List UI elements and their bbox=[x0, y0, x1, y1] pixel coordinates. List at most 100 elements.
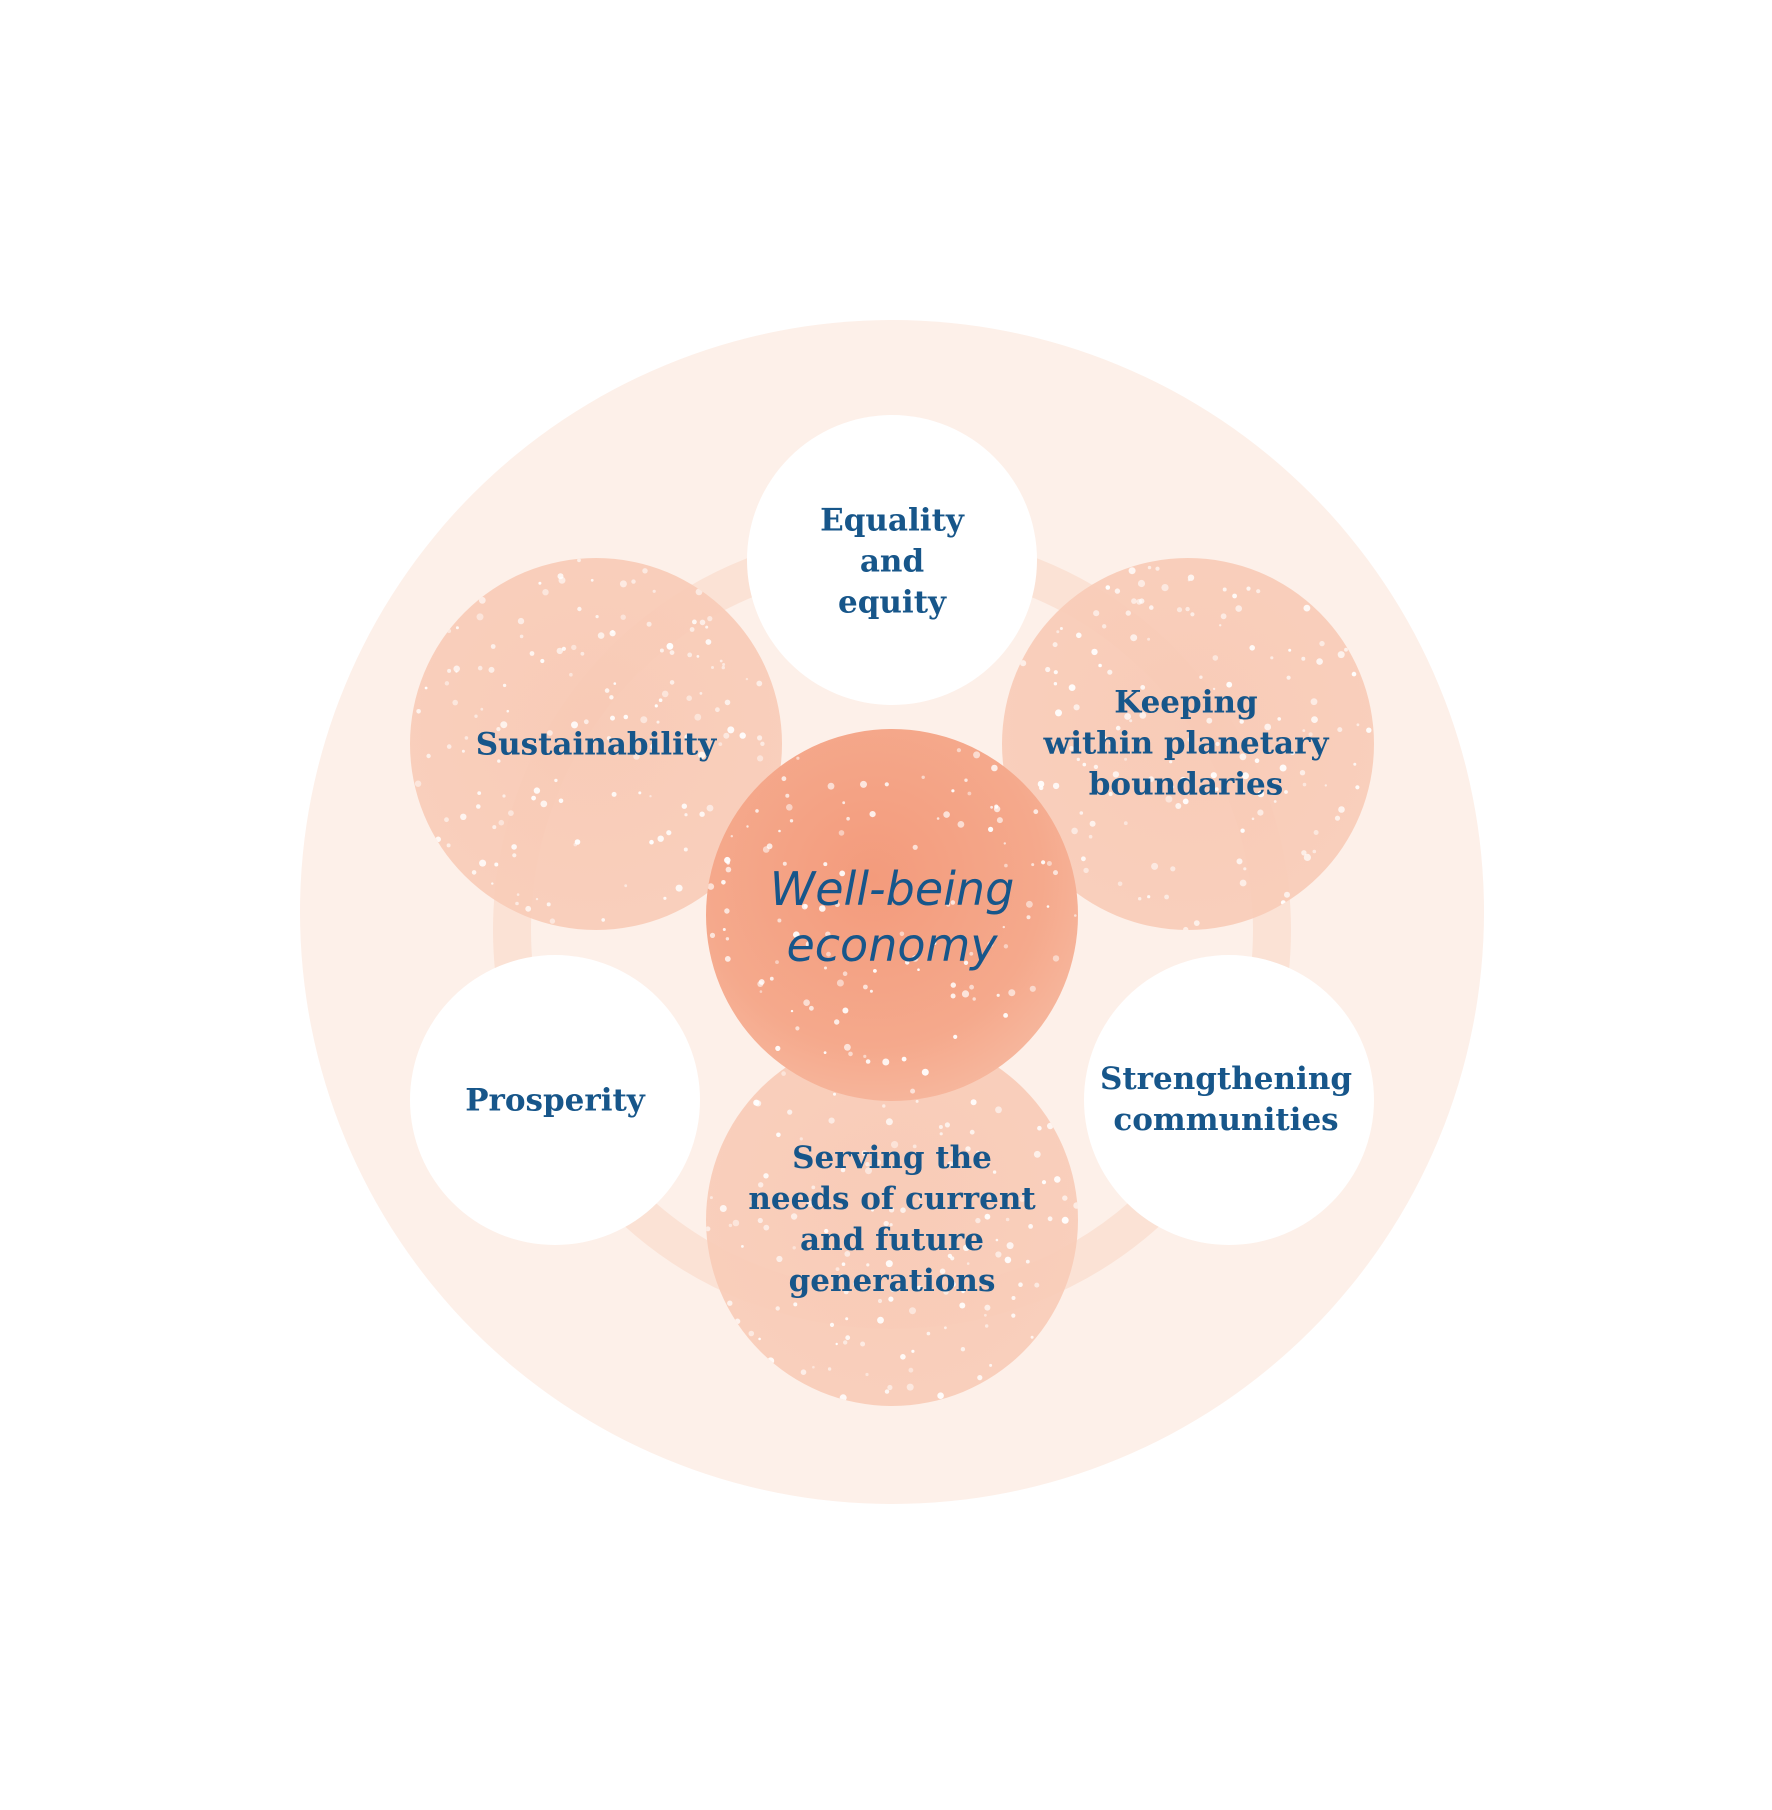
speckle-dot bbox=[916, 1285, 922, 1291]
speckle-dot bbox=[860, 1341, 866, 1347]
speckle-dot bbox=[444, 681, 450, 686]
speckle-dot bbox=[416, 709, 421, 714]
speckle-dot bbox=[860, 780, 867, 788]
speckle-dot bbox=[866, 1263, 870, 1267]
speckle-dot bbox=[669, 680, 675, 685]
speckle-dot bbox=[775, 1306, 780, 1311]
circle-communities bbox=[1084, 955, 1374, 1245]
speckle-dot bbox=[492, 825, 497, 830]
speckle-dot bbox=[1286, 675, 1291, 680]
speckle-dot bbox=[842, 801, 846, 805]
speckle-dot bbox=[725, 937, 730, 941]
speckle-dot bbox=[1098, 663, 1102, 668]
speckle-dot bbox=[1037, 1125, 1042, 1131]
speckle-dot bbox=[1239, 719, 1244, 724]
speckle-dot bbox=[490, 644, 496, 649]
speckle-dot bbox=[531, 795, 536, 801]
speckle-dot bbox=[901, 1056, 907, 1062]
speckle-dot bbox=[885, 1260, 893, 1268]
speckle-dot bbox=[781, 776, 787, 782]
speckle-dot bbox=[699, 811, 705, 817]
speckle-dot bbox=[727, 1300, 733, 1306]
speckle-dot bbox=[511, 844, 517, 850]
speckle-dot bbox=[766, 843, 773, 850]
speckle-dot bbox=[1337, 727, 1343, 733]
speckle-dot bbox=[939, 1132, 943, 1136]
speckle-dot bbox=[845, 1335, 851, 1341]
speckle-dot bbox=[706, 1226, 711, 1232]
speckle-dot bbox=[571, 644, 577, 651]
speckle-dot bbox=[800, 1369, 807, 1375]
label-communities: Strengthening communities bbox=[1100, 1059, 1352, 1141]
speckle-dot bbox=[1290, 750, 1295, 756]
speckle-dot bbox=[957, 821, 965, 828]
speckle-dot bbox=[1093, 764, 1099, 770]
speckle-dot bbox=[1249, 645, 1255, 651]
speckle-dot bbox=[1053, 870, 1058, 876]
speckle-dot bbox=[1288, 648, 1292, 652]
speckle-dot bbox=[995, 1106, 1002, 1114]
speckle-dot bbox=[1151, 862, 1159, 870]
speckle-dot bbox=[759, 990, 763, 993]
speckle-dot bbox=[817, 1153, 822, 1158]
speckle-dot bbox=[1004, 1256, 1012, 1264]
speckle-dot bbox=[666, 642, 674, 650]
speckle-dot bbox=[961, 935, 966, 940]
speckle-dot bbox=[1222, 587, 1227, 592]
speckle-dot bbox=[580, 651, 585, 656]
speckles-generations bbox=[706, 1037, 1078, 1402]
speckle-dot bbox=[1019, 1196, 1025, 1202]
speckle-dot bbox=[732, 1219, 740, 1227]
speckle-dot bbox=[657, 835, 664, 842]
speckle-dot bbox=[917, 968, 920, 971]
speckle-dot bbox=[888, 1207, 895, 1213]
speckle-dot bbox=[848, 1051, 853, 1057]
speckle-dot bbox=[1041, 1180, 1047, 1185]
speckle-dot bbox=[1149, 605, 1154, 610]
speckle-dot bbox=[947, 1161, 954, 1167]
speckle-dot bbox=[1088, 834, 1093, 839]
speckle-dot bbox=[726, 861, 730, 865]
speckle-dot bbox=[843, 1289, 849, 1295]
speckle-dot bbox=[1246, 586, 1251, 591]
speckle-dot bbox=[502, 794, 506, 798]
speckle-dot bbox=[516, 893, 520, 896]
speckle-dot bbox=[1366, 727, 1372, 733]
speckle-dot bbox=[705, 625, 709, 629]
speckle-dot bbox=[609, 695, 614, 700]
label-line: and future bbox=[800, 1222, 984, 1258]
speckle-dot bbox=[1081, 856, 1086, 862]
speckle-dot bbox=[446, 843, 451, 848]
speckle-dot bbox=[969, 984, 974, 990]
speckle-dot bbox=[884, 782, 889, 787]
speckle-dot bbox=[793, 1302, 798, 1307]
speckle-dot bbox=[840, 1167, 846, 1173]
speckle-dot bbox=[944, 1122, 951, 1128]
speckle-dot bbox=[963, 1244, 970, 1252]
speckle-dot bbox=[658, 698, 663, 702]
speckle-dot bbox=[609, 630, 616, 637]
label-prosperity: Prosperity bbox=[465, 1081, 645, 1122]
speckle-dot bbox=[926, 1331, 931, 1336]
speckle-dot bbox=[455, 626, 459, 630]
label-equality: Equality and equity bbox=[820, 501, 964, 624]
speckle-dot bbox=[863, 1054, 867, 1058]
speckle-dot bbox=[950, 982, 956, 988]
speckle-dot bbox=[542, 589, 549, 596]
speckle-dot bbox=[722, 928, 726, 931]
speckle-dot bbox=[529, 651, 535, 656]
speckle-dot bbox=[1034, 1282, 1040, 1288]
speckle-dot bbox=[1254, 758, 1260, 763]
speckle-dot bbox=[1011, 1296, 1016, 1300]
speckle-dot bbox=[426, 753, 431, 759]
speckle-dot bbox=[992, 1170, 997, 1174]
speckle-dot bbox=[985, 1324, 989, 1328]
speckle-dot bbox=[943, 1289, 949, 1295]
speckle-dot bbox=[965, 1146, 971, 1152]
speckle-dot bbox=[577, 558, 581, 563]
speckle-dot bbox=[757, 735, 763, 741]
speckle-dot bbox=[1053, 682, 1058, 686]
speckle-dot bbox=[675, 884, 683, 892]
speckle-dot bbox=[960, 1347, 966, 1352]
speckle-dot bbox=[1115, 725, 1121, 731]
